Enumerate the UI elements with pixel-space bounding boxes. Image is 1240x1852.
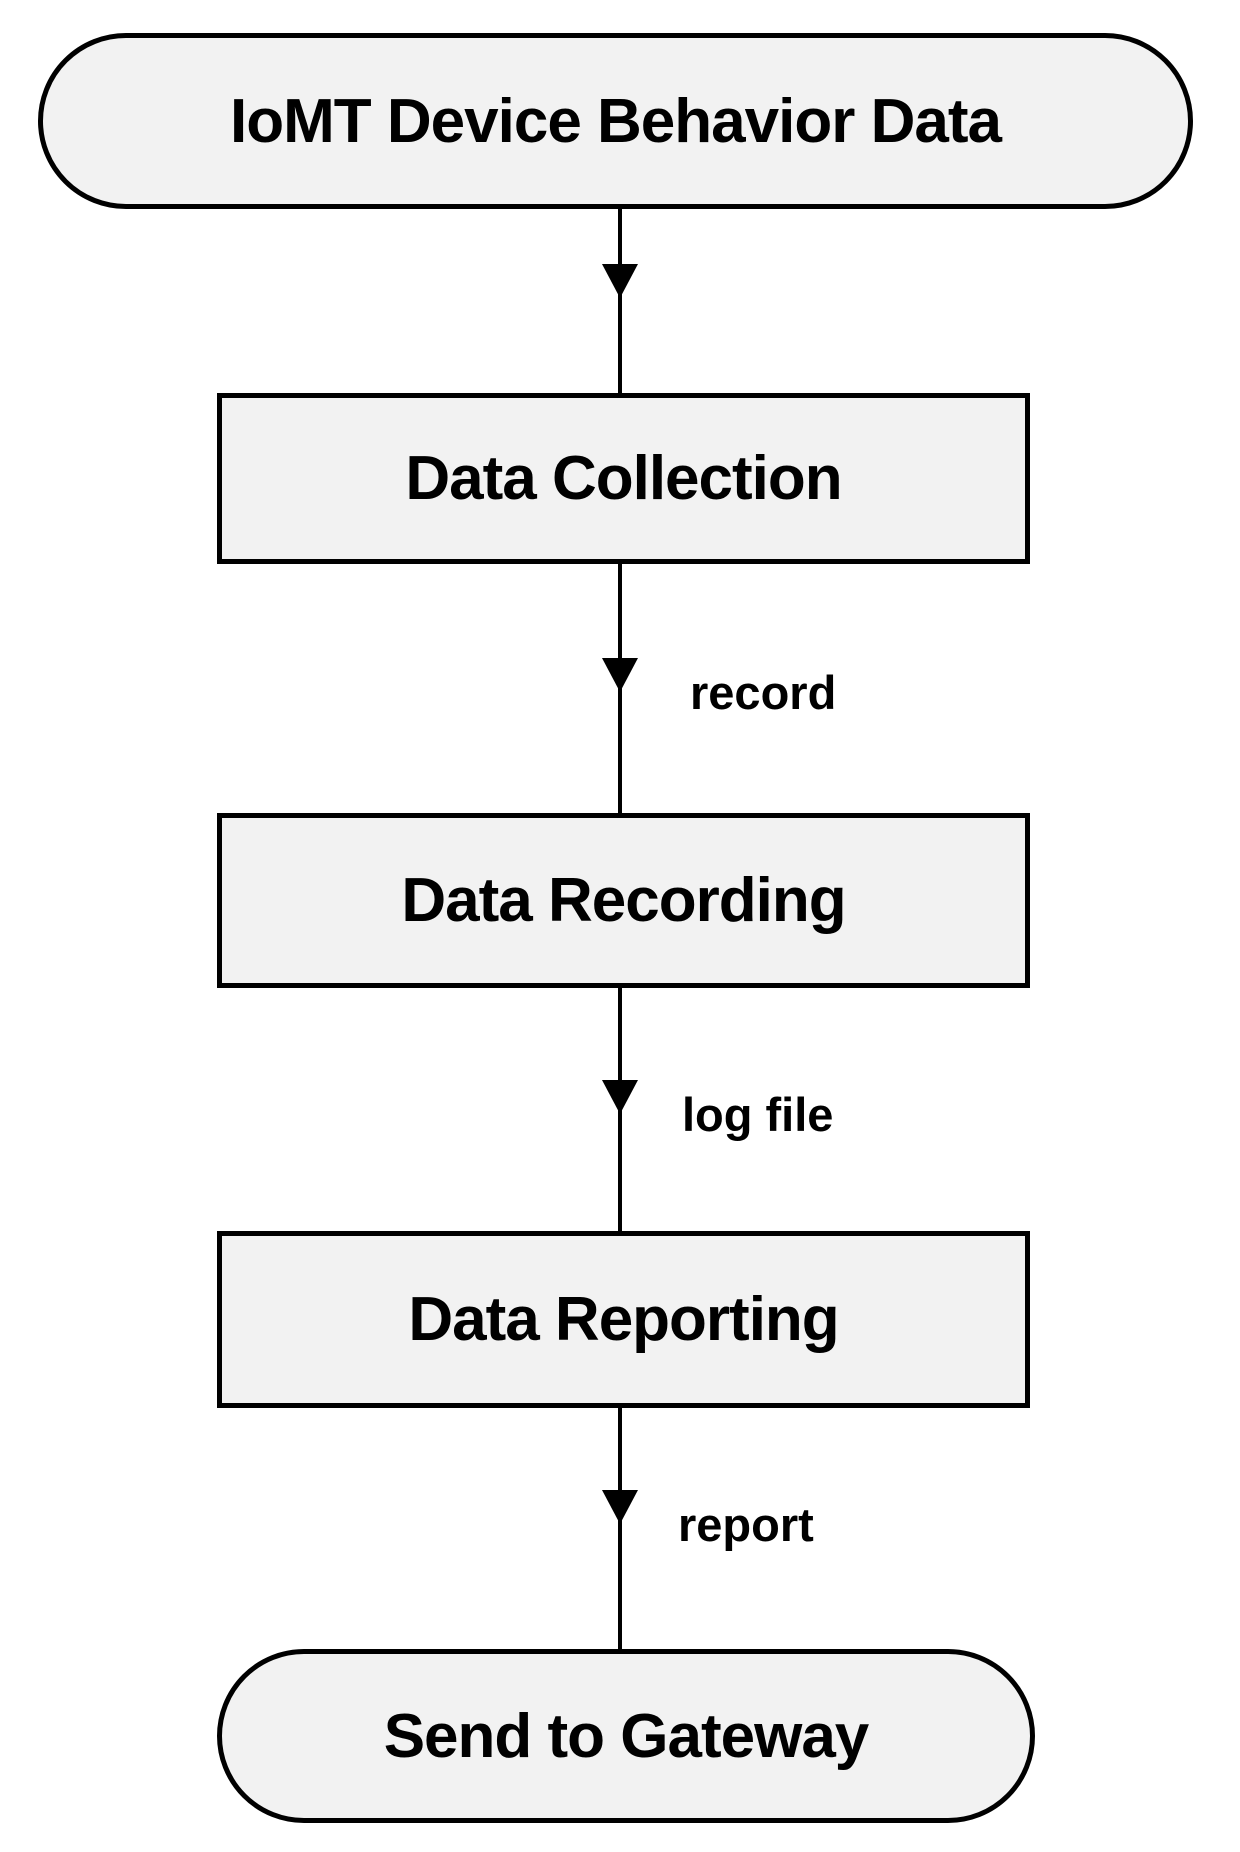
edge-label-log-file: log file <box>682 1088 834 1141</box>
node-data-recording: Data Recording <box>217 813 1030 988</box>
node-data-collection: Data Collection <box>217 393 1030 564</box>
connector-reporting-to-end <box>618 1408 622 1649</box>
connector-start-to-collection <box>618 209 622 393</box>
node-label: Data Reporting <box>408 1285 839 1354</box>
arrow-down-icon <box>602 1080 638 1114</box>
node-label: Send to Gateway <box>383 1701 870 1771</box>
node-send-to-gateway: Send to Gateway <box>217 1649 1035 1823</box>
arrow-down-icon <box>602 264 638 298</box>
node-label: Data Recording <box>401 866 846 935</box>
edge-label-report: report <box>678 1498 814 1551</box>
node-label: Data Collection <box>405 444 842 513</box>
arrow-down-icon <box>602 1490 638 1524</box>
node-label: IoMT Device Behavior Data <box>230 86 1002 156</box>
edge-label-record: record <box>690 666 837 719</box>
node-data-reporting: Data Reporting <box>217 1231 1030 1408</box>
node-iomt-device-behavior-data: IoMT Device Behavior Data <box>38 33 1193 209</box>
arrow-down-icon <box>602 658 638 692</box>
